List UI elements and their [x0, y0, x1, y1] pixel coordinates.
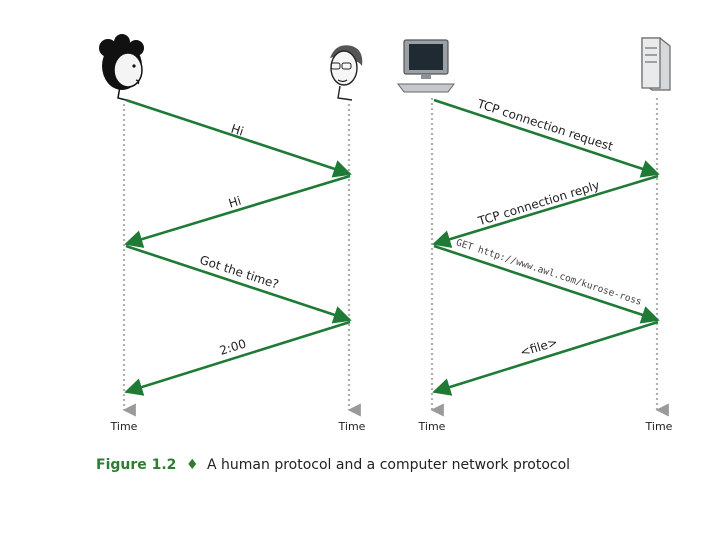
- arrow-tcp-request: [433, 98, 660, 178]
- msg-hi-2: Hi: [227, 194, 243, 211]
- arrow-hi-2: [124, 174, 351, 248]
- arrow-get: [433, 244, 660, 324]
- arrow-hi-1: [125, 98, 352, 178]
- caption-label: Figure 1.2: [96, 457, 176, 473]
- arrow-tcp-reply: [432, 174, 659, 248]
- msg-got-time: Got the time?: [198, 253, 280, 292]
- server-icon: [641, 37, 671, 91]
- msg-hi-1: Hi: [229, 122, 245, 139]
- time-label-human-right: Time: [338, 420, 366, 433]
- msg-get-url: GET http://www.awl.com/kurose-ross: [455, 237, 643, 308]
- arrow-file: [432, 320, 659, 396]
- caption-bullet: ♦: [186, 457, 199, 473]
- man-head-icon: [330, 45, 363, 101]
- time-label-network-right: Time: [645, 420, 673, 433]
- time-label-human-left: Time: [110, 420, 138, 433]
- caption-text: A human protocol and a computer network …: [207, 457, 570, 473]
- computer-icon: [397, 39, 455, 93]
- msg-tcp-reply: TCP connection reply: [476, 178, 602, 229]
- time-label-network-left: Time: [418, 420, 446, 433]
- arrow-got-time: [125, 244, 352, 324]
- woman-head-icon: [99, 34, 144, 101]
- msg-tcp-request: TCP connection request: [475, 96, 615, 153]
- arrow-2-00: [124, 320, 351, 396]
